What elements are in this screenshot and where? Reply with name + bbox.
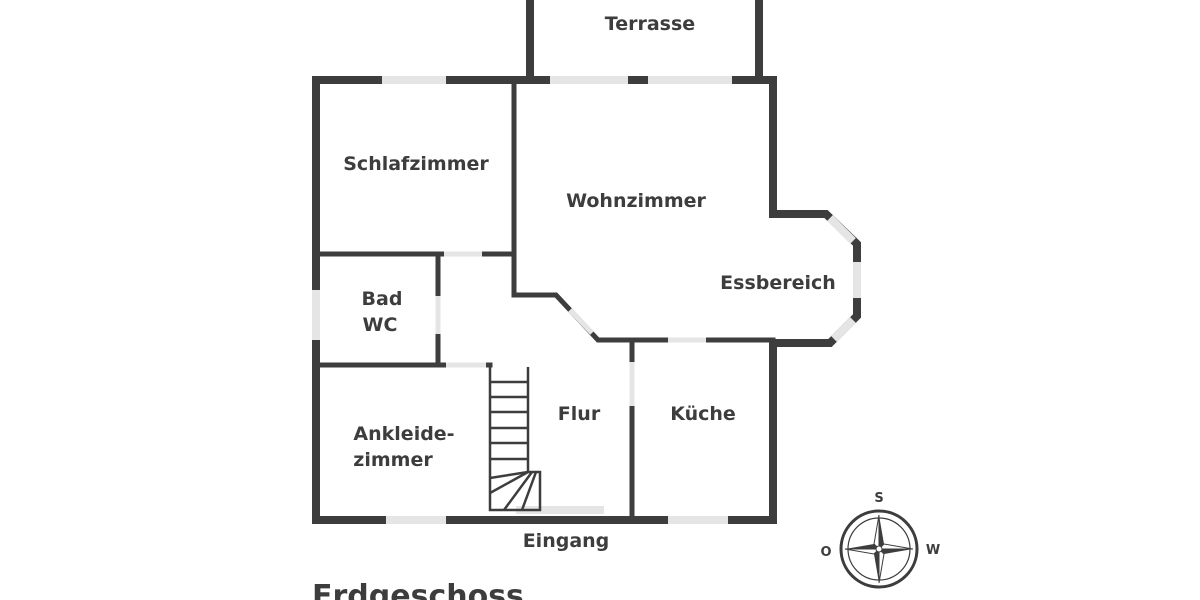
compass-rose-icon [839, 509, 919, 589]
room-label-wc: WC [363, 314, 398, 336]
room-label-wohnzimmer: Wohnzimmer [566, 190, 706, 212]
room-label-ankleide-line-2: zimmer [353, 449, 433, 471]
room-label-schlafzimmer: Schlafzimmer [343, 153, 489, 175]
room-label-kueche: Küche [670, 403, 736, 425]
windows [312, 76, 861, 524]
room-label-essbereich: Essbereich [720, 272, 836, 294]
floor-title: Erdgeschoss [312, 579, 524, 600]
compass-label-top: S [874, 491, 883, 506]
room-label-flur: Flur [558, 403, 601, 425]
room-label-ankleide-line-1: Ankleide- [353, 423, 454, 445]
compass-label-right: W [926, 543, 940, 558]
room-label-terrasse: Terrasse [605, 13, 695, 35]
compass-label-left: O [820, 545, 831, 560]
room-label-bad: Bad [362, 288, 403, 310]
room-label-eingang: Eingang [523, 530, 610, 552]
interior-openings [435, 251, 706, 406]
staircase [488, 367, 542, 512]
